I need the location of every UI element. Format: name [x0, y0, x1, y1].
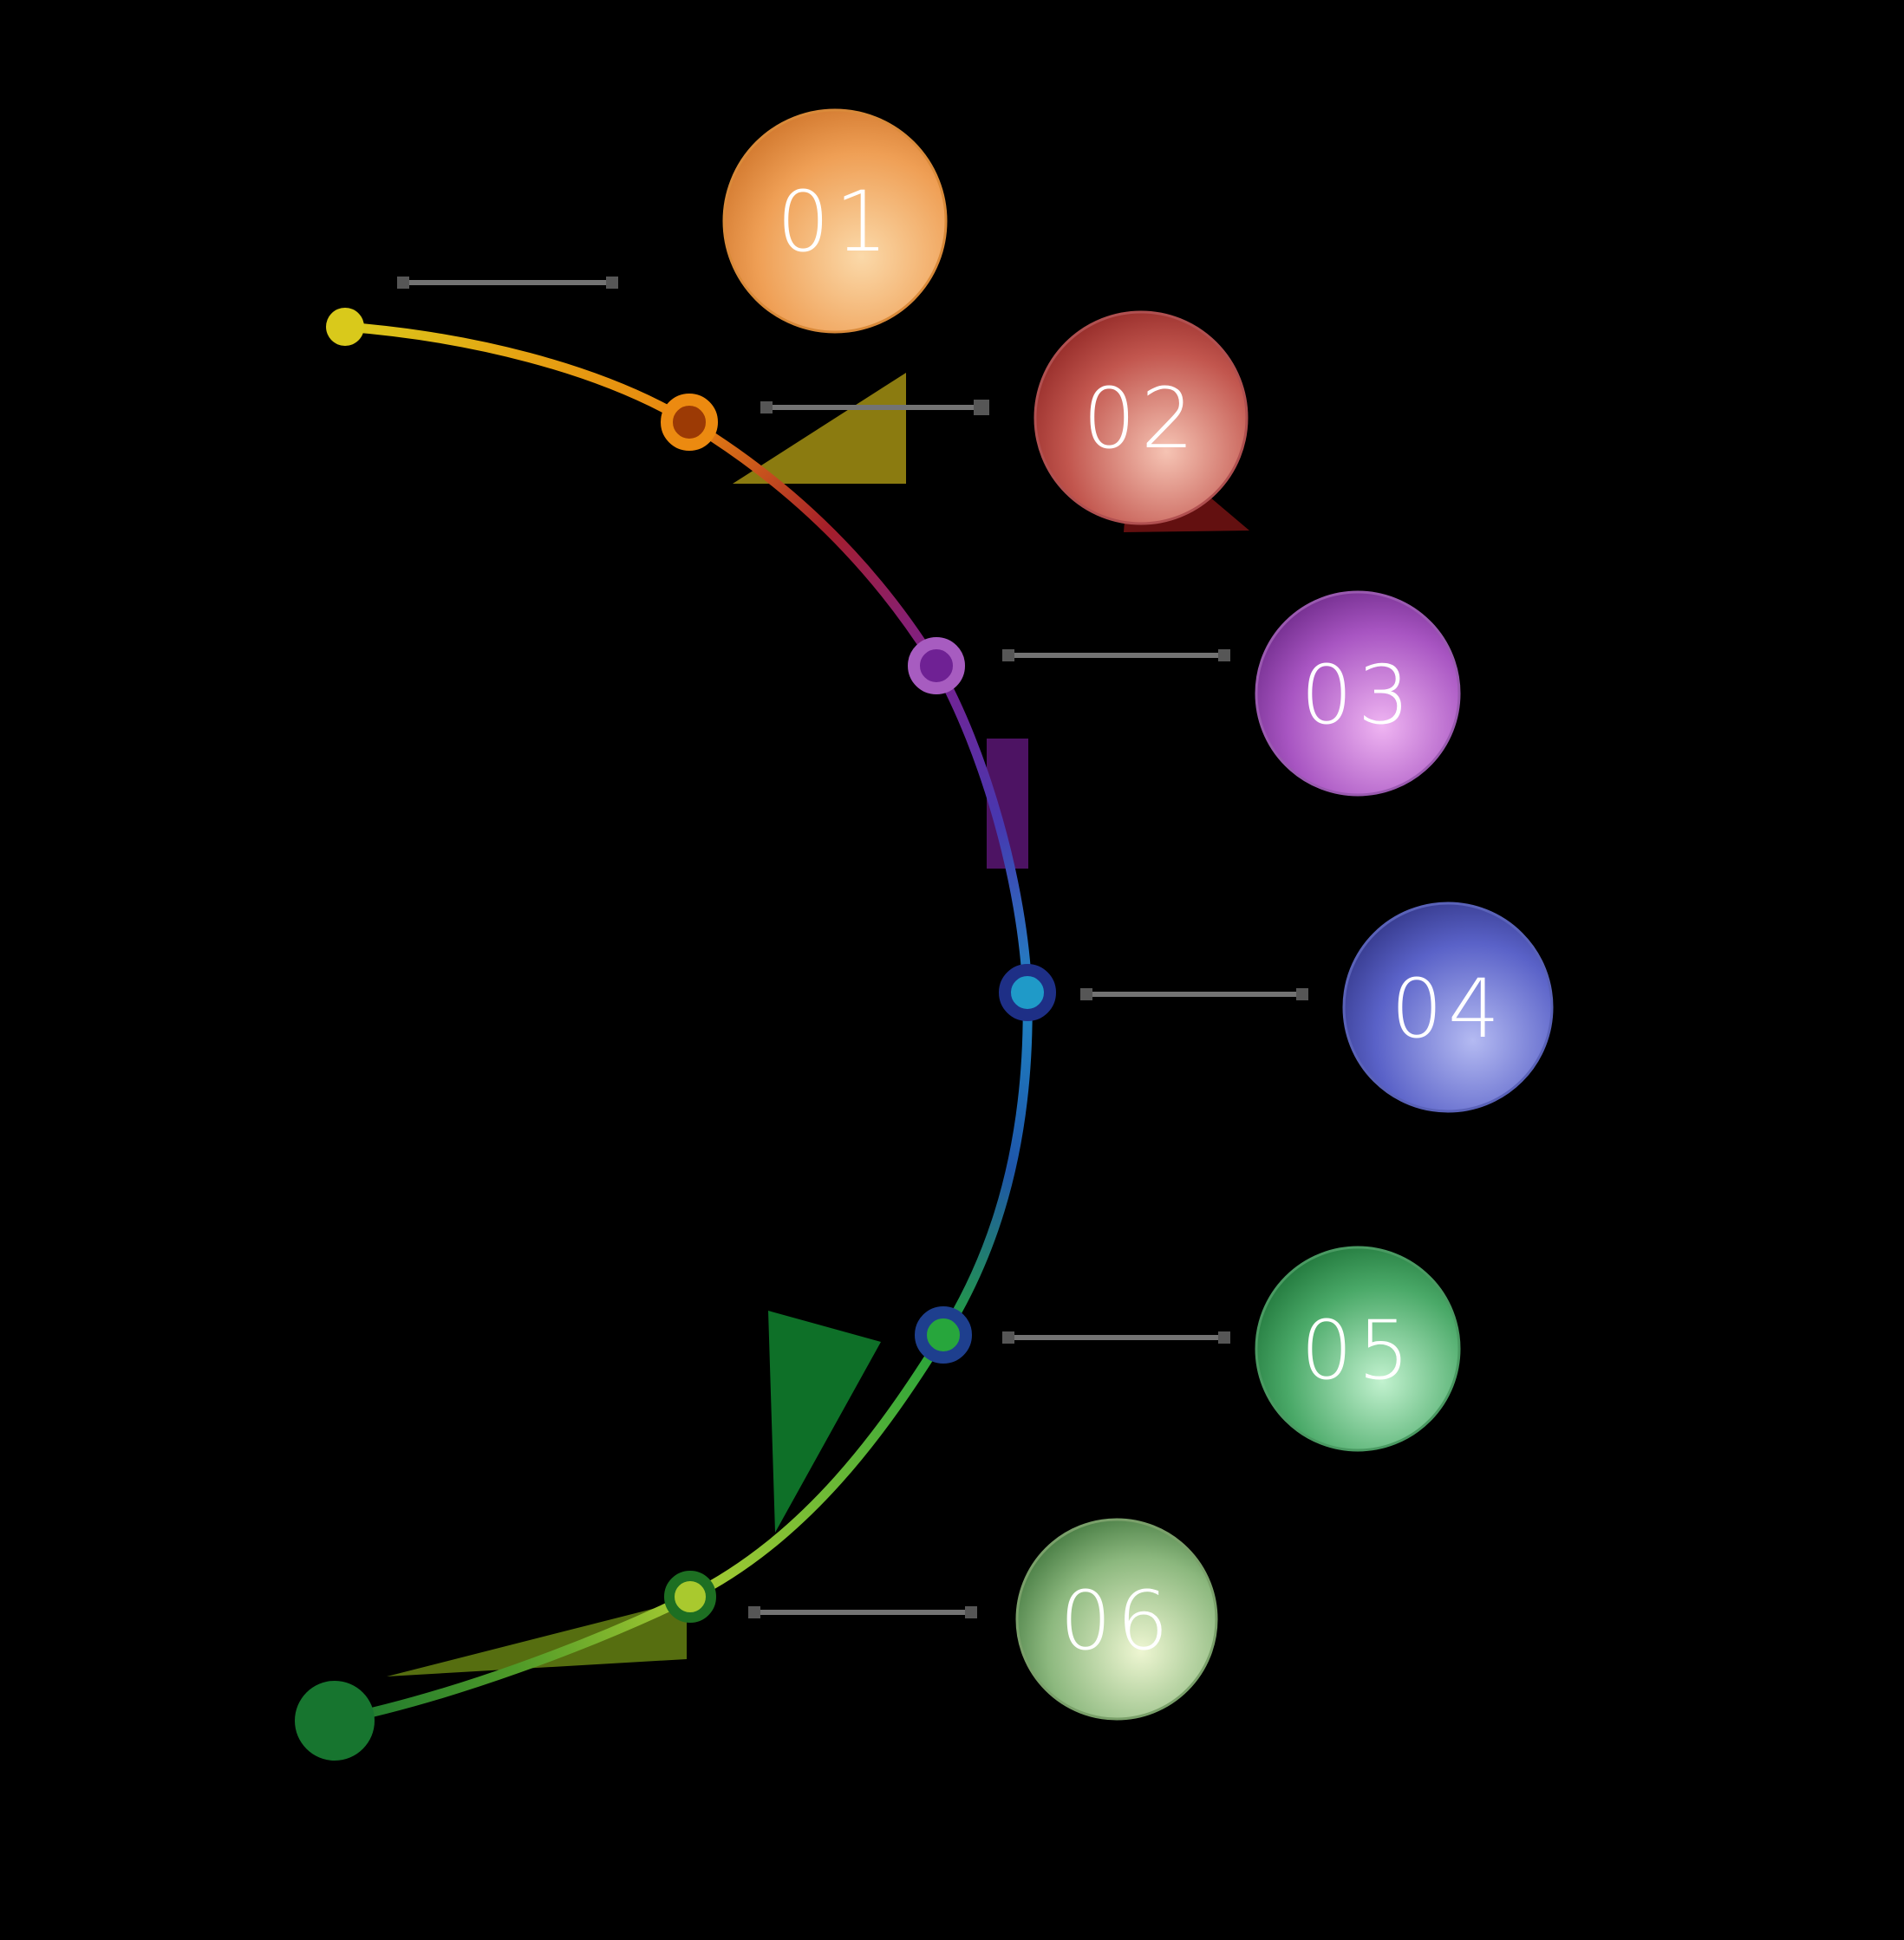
step-04-sphere	[1342, 902, 1554, 1113]
connector-4	[1080, 988, 1308, 1000]
connector-3-cap-right	[1218, 649, 1230, 661]
step-circle-04: 04	[1342, 902, 1554, 1113]
connector-6	[748, 1606, 977, 1618]
node-4-marker	[915, 1306, 972, 1364]
node-5-marker	[664, 1571, 716, 1623]
connector-4-cap-left	[1080, 988, 1092, 1000]
step-circle-01: 01	[722, 108, 948, 334]
step-circle-05: 05	[1255, 1246, 1461, 1452]
connector-5-cap-right	[1218, 1331, 1230, 1344]
connector-2-cap-left	[760, 401, 773, 413]
mustard-wedge-shape	[733, 373, 906, 484]
curve-segment-1	[340, 322, 694, 427]
step-circles: 01 02 03 04 05 06	[722, 108, 1554, 1721]
timeline-curve	[329, 322, 1033, 1726]
step-02-sphere	[1034, 310, 1249, 525]
connector-6-cap-right	[965, 1606, 977, 1618]
connector-1-cap-left	[397, 277, 409, 289]
connector-4-cap-right	[1296, 988, 1308, 1000]
curve-segment-2	[684, 417, 942, 671]
connector-5-cap-left	[1002, 1331, 1014, 1344]
olive-wedge-shape	[387, 1600, 687, 1676]
end-dot	[295, 1681, 375, 1761]
node-1-marker	[661, 394, 718, 451]
green-wedge-shape	[768, 1311, 881, 1533]
step-05-sphere	[1255, 1246, 1461, 1452]
connector-2	[760, 400, 989, 415]
curve-segment-3	[931, 661, 1033, 998]
step-06-sphere	[1015, 1518, 1218, 1721]
connector-1-cap-right	[606, 277, 618, 289]
step-circle-03: 03	[1255, 590, 1461, 797]
step-01-label: 01	[777, 173, 893, 270]
connector-lines	[397, 277, 1308, 1618]
step-05-label: 05	[1301, 1304, 1415, 1398]
curve-segment-5	[685, 1330, 949, 1602]
step-02-label: 02	[1083, 370, 1199, 467]
connector-1	[397, 277, 618, 289]
connector-3	[1002, 649, 1230, 661]
step-circle-02: 02	[1034, 310, 1249, 525]
step-03-label: 03	[1301, 648, 1415, 743]
connector-2-cap-right	[974, 400, 989, 415]
step-circle-06: 06	[1015, 1518, 1218, 1721]
step-04-label: 04	[1391, 962, 1505, 1057]
connector-5	[1002, 1331, 1230, 1344]
curve-segment-6	[329, 1592, 695, 1726]
connector-6-cap-left	[748, 1606, 760, 1618]
step-06-label: 06	[1060, 1574, 1174, 1669]
start-dot	[326, 308, 364, 346]
node-3-marker	[999, 964, 1056, 1021]
step-03-sphere	[1255, 590, 1461, 797]
connector-3-cap-left	[1002, 649, 1014, 661]
curve-nodes	[295, 308, 1056, 1761]
step-01-sphere	[722, 108, 948, 334]
decoration-fragments	[387, 373, 1249, 1676]
node-2-marker	[908, 637, 965, 694]
curve-segment-4	[938, 987, 1033, 1340]
